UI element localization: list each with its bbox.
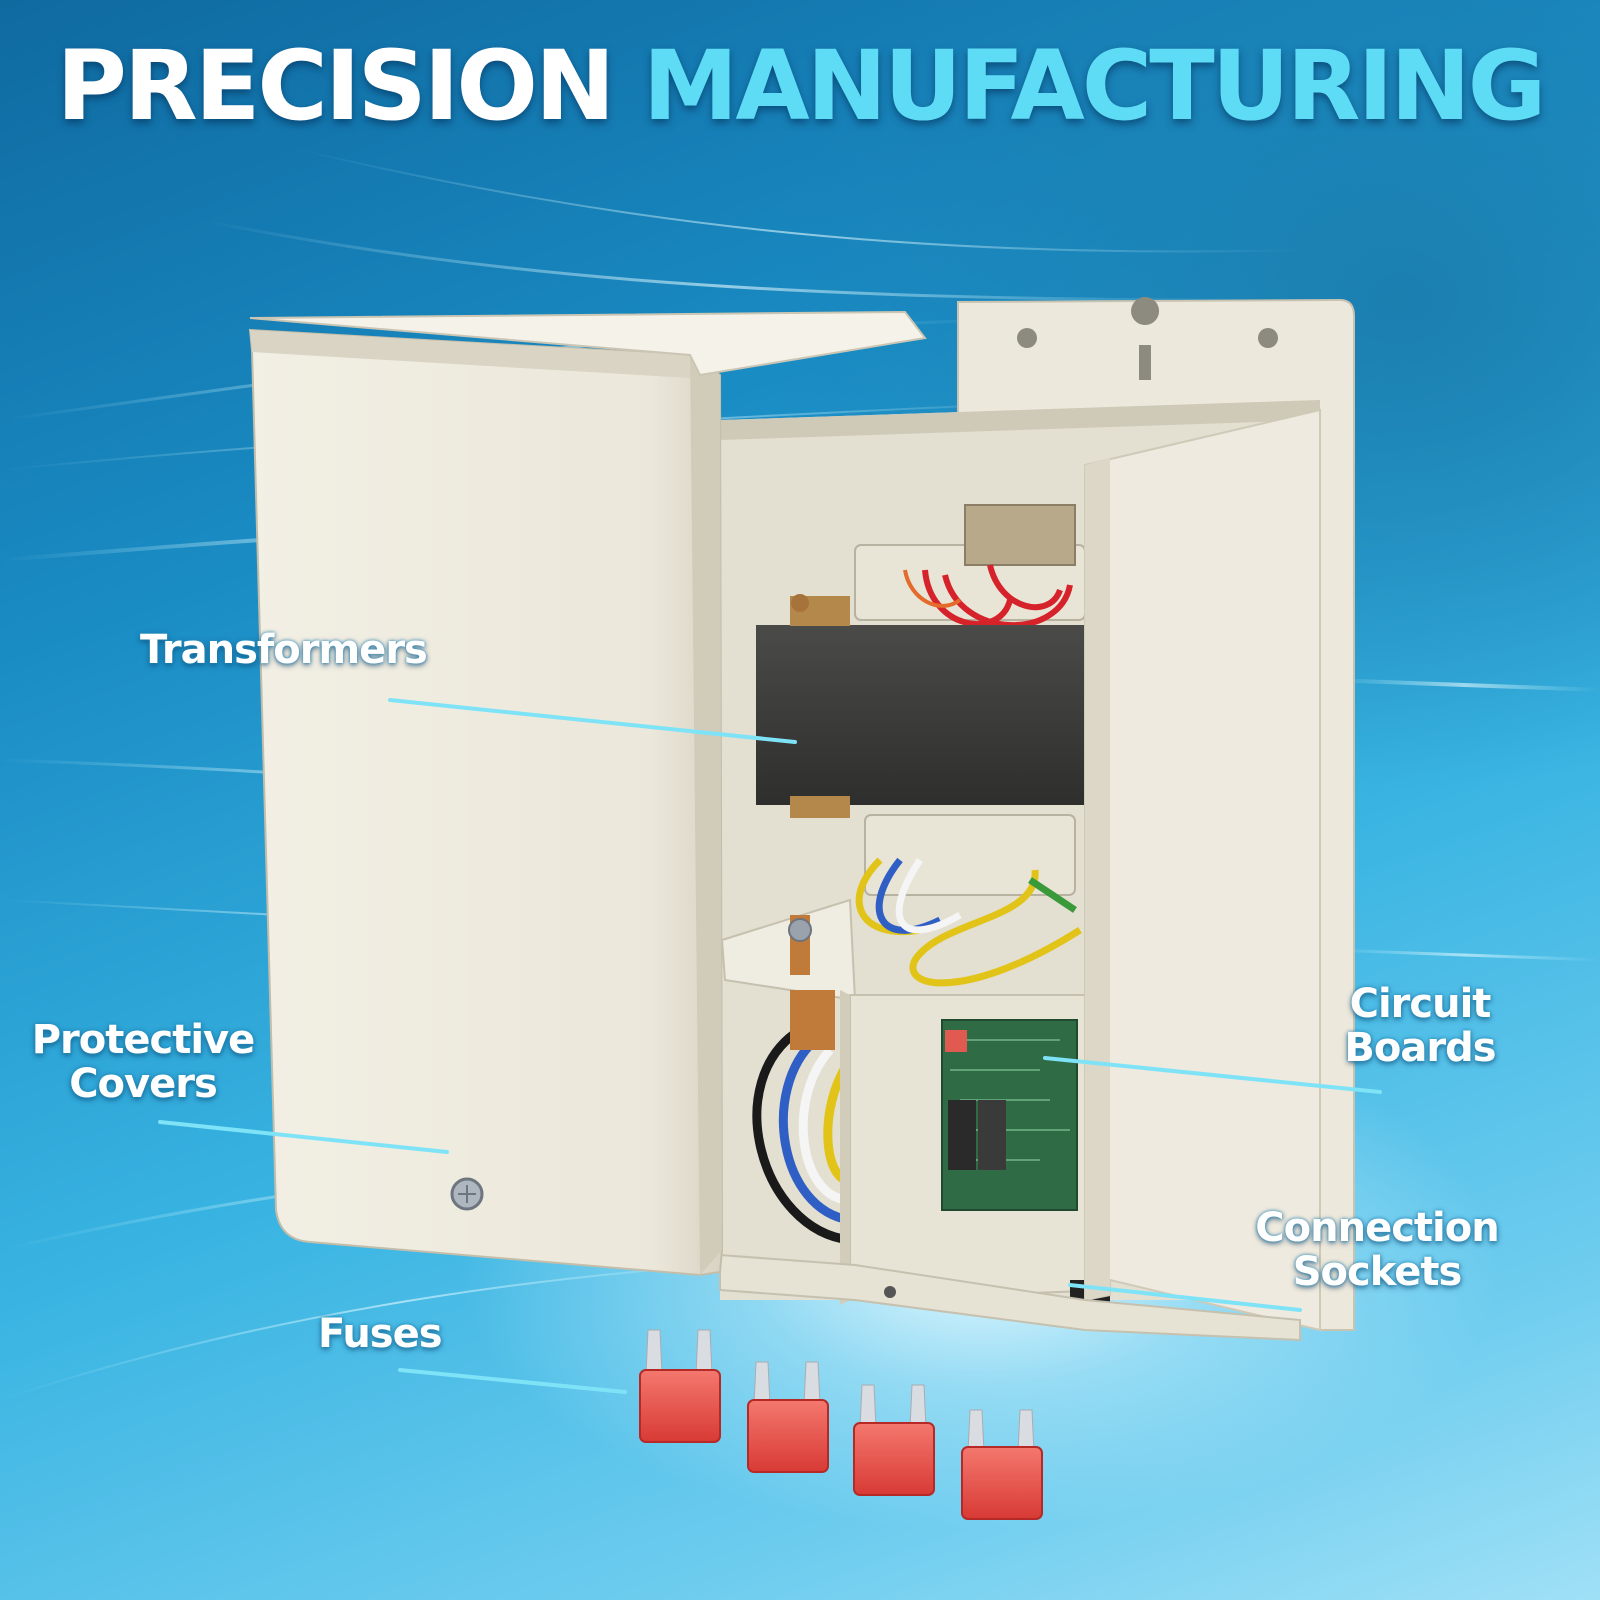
transformer-bottom-coil — [864, 814, 1076, 896]
fuse-icon — [747, 1361, 829, 1473]
connection-sockets-leader-line — [1068, 1283, 1302, 1312]
callout-connection-sockets: Connection Sockets — [1232, 1206, 1522, 1294]
cover-top-flap — [249, 310, 927, 377]
enclosure-right-wall — [1084, 408, 1321, 1332]
callout-transformers: Transformers — [140, 627, 428, 673]
red-wires — [922, 564, 1073, 629]
callout-circuit-boards-line1: Circuit — [1349, 981, 1492, 1027]
page-title: PRECISION MANUFACTURING — [0, 38, 1600, 134]
protective-covers-leader-line — [158, 1120, 449, 1154]
callout-circuit-boards-line2: Boards — [1344, 1025, 1496, 1071]
fuse-icon — [961, 1409, 1043, 1520]
title-word-manufacturing: MANUFACTURING — [642, 30, 1547, 142]
transformers-leader-line — [388, 698, 797, 744]
callout-protective-covers-line2: Covers — [69, 1061, 218, 1107]
fuse-icon — [853, 1384, 935, 1496]
callout-protective-covers: Protective Covers — [18, 1018, 268, 1106]
callout-protective-covers-line1: Protective — [31, 1017, 256, 1063]
title-word-precision: PRECISION — [56, 30, 616, 142]
fuse-icon — [639, 1329, 721, 1443]
callout-connection-sockets-line1: Connection — [1255, 1205, 1499, 1251]
transformer-core — [756, 625, 1086, 805]
callout-circuit-boards: Circuit Boards — [1320, 982, 1520, 1070]
callout-fuses: Fuses — [318, 1311, 443, 1357]
callout-connection-sockets-line2: Sockets — [1292, 1249, 1463, 1295]
fuses-leader-line — [398, 1368, 627, 1394]
protective-cover — [248, 328, 724, 1277]
circuit-boards-leader-line — [1043, 1056, 1382, 1094]
